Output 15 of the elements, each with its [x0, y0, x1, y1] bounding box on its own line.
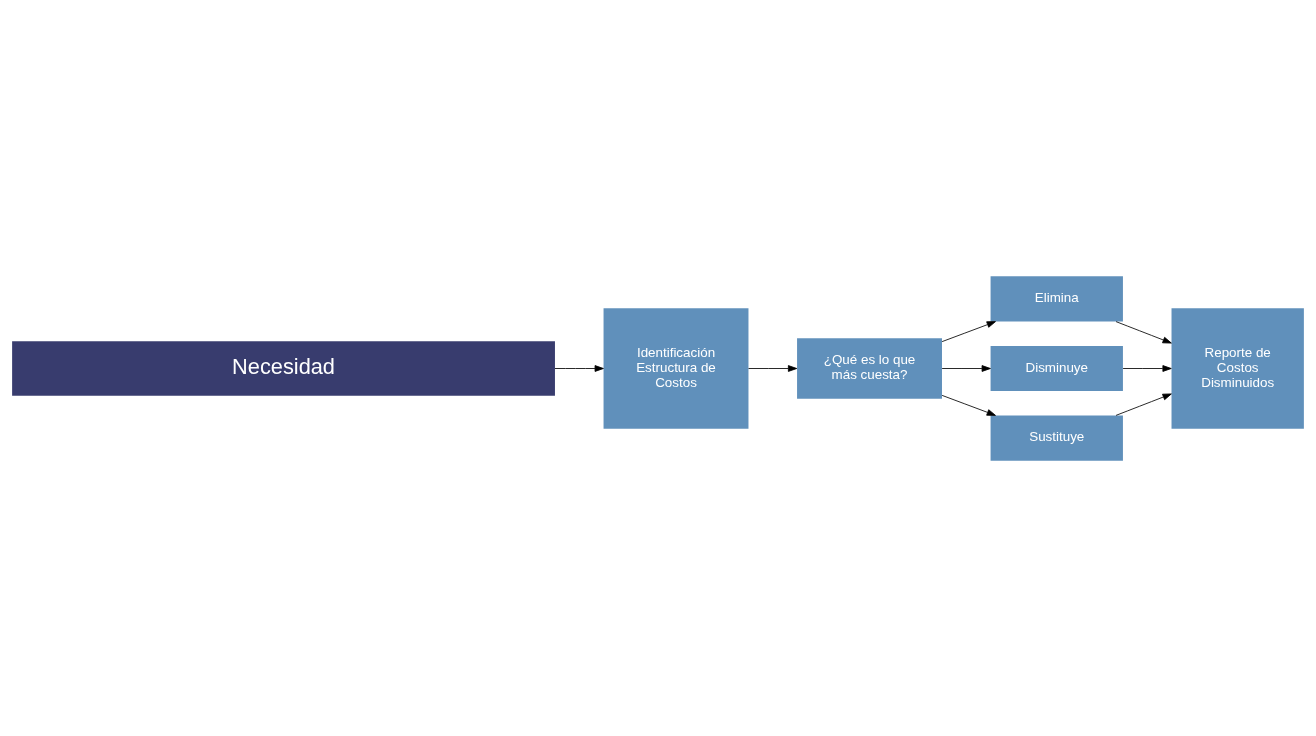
- node-box: Disminuye: [990, 345, 1123, 391]
- arrow: [554, 364, 604, 372]
- arrow: [1122, 364, 1172, 372]
- node-box: Sustituye: [990, 414, 1123, 461]
- arrow: [941, 364, 991, 372]
- node-box: Reporte de Costos Disminuidos: [1171, 307, 1304, 429]
- arrow: [1115, 320, 1172, 343]
- node-box: ¿Qué es lo que más cuesta?: [797, 337, 942, 399]
- node-box: Identificación Estructura de Costos: [603, 307, 749, 429]
- arrow: [1115, 393, 1172, 416]
- arrow: [941, 320, 996, 342]
- node-box: Elimina: [990, 275, 1123, 322]
- arrow: [748, 364, 798, 372]
- arrow: [941, 394, 996, 416]
- node-box: Necesidad: [12, 340, 555, 396]
